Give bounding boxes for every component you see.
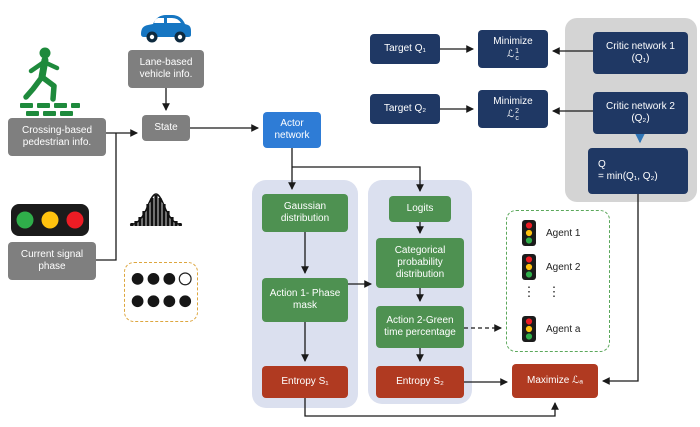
actor-network-box: Actor network (263, 112, 321, 148)
pedestrian-info-box: Crossing-based pedestrian info. (8, 118, 106, 156)
car-icon (141, 15, 191, 43)
agent-2-label: Agent 2 (546, 261, 581, 273)
target-q2-box: Target Q₂ (370, 94, 440, 124)
minimize2-label: Minimize (493, 95, 533, 107)
traffic-light-horizontal-icon (11, 204, 89, 236)
agent-1-row: Agent 1 (521, 219, 580, 247)
pedestrian-crossing-icon (20, 47, 80, 116)
critic-network1-box: Critic network 1 (Q₁) (593, 32, 688, 74)
vehicle-info-box: Lane-based vehicle info. (128, 50, 204, 88)
minimize-loss1-box: Minimize ℒ 1 c (478, 30, 548, 68)
agent-1-label: Agent 1 (546, 227, 581, 239)
action2-green-time-box: Action 2-Green time percentage (376, 306, 464, 348)
ellipsis-icon: ⋮ (522, 284, 536, 299)
signal-phase-box: Current signal phase (8, 242, 96, 280)
logits-box: Logits (389, 196, 451, 222)
entropy-s1-box: Entropy S₁ (262, 366, 348, 398)
agent-2-row: Agent 2 (521, 253, 580, 281)
minimize-loss2-box: Minimize ℒ 2 c (478, 90, 548, 128)
categorical-distribution-box: Categorical probability distribution (376, 238, 464, 288)
state-box: State (142, 115, 190, 141)
gaussian-distribution-icon (129, 193, 183, 226)
target-q1-box: Target Q₁ (370, 34, 440, 64)
maximize-objective-box: Maximize ℒₐ (512, 364, 598, 398)
gaussian-distribution-box: Gaussian distribution (262, 194, 348, 232)
agent-n-label: Agent a (546, 323, 581, 335)
phase-mask-dots-icon (124, 262, 198, 322)
entropy-s2-box: Entropy S₂ (376, 366, 464, 398)
phase-mask-dots (131, 272, 192, 308)
agents-ellipsis-row: ⋮ ⋮ (521, 284, 562, 300)
minimize1-label: Minimize (493, 35, 533, 47)
critic-network2-box: Critic network 2 (Q₂) (593, 92, 688, 134)
agent-n-row: Agent a (521, 315, 580, 343)
traffic-light-small-icon (522, 316, 536, 342)
traffic-light-small-icon (522, 254, 536, 280)
minimize2-formula: ℒ 2 c (506, 107, 520, 122)
traffic-light-small-icon (522, 220, 536, 246)
q-min-box: Q = min(Q₁, Q₂) (588, 148, 688, 194)
minimize1-formula: ℒ 1 c (506, 47, 520, 62)
action1-phase-mask-box: Action 1- Phase mask (262, 278, 348, 322)
ellipsis-icon: ⋮ (547, 284, 561, 299)
q-min-text: Q = min(Q₁, Q₂) (598, 159, 658, 182)
